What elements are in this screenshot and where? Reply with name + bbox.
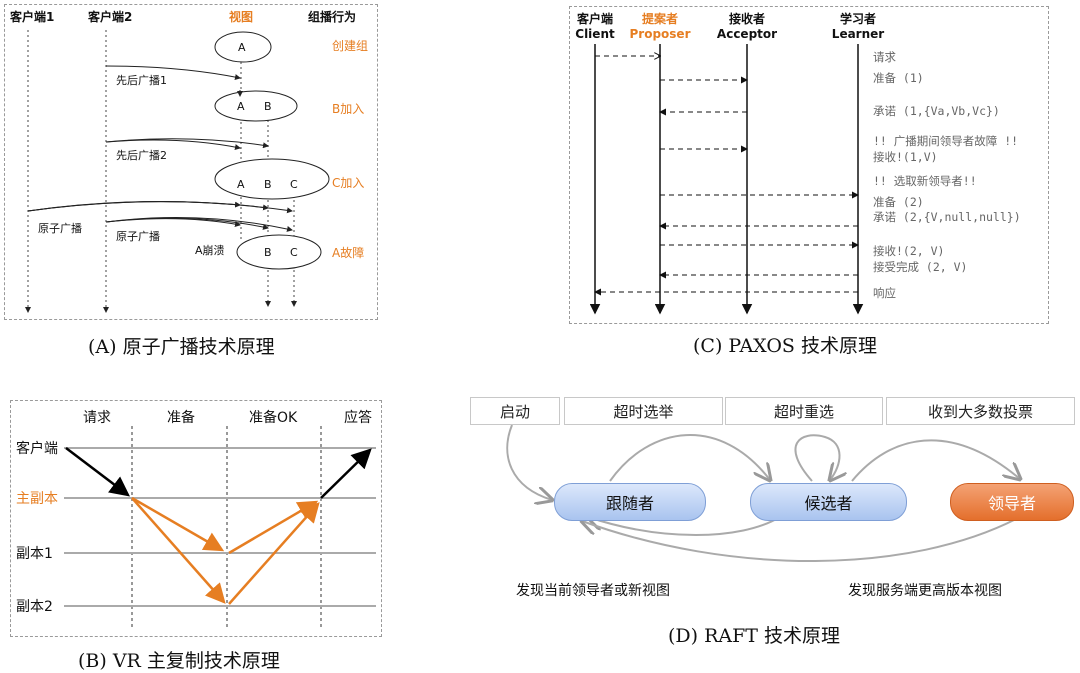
panel-a-view3 xyxy=(214,158,330,200)
panel-b-phase-reply: 应答 xyxy=(344,409,372,426)
panel-a-atomic2-arrow-c xyxy=(105,217,293,232)
panel-d-caption: (D) RAFT 技术原理 xyxy=(668,625,841,647)
panel-c-role-acceptor-en: Acceptor xyxy=(717,27,777,41)
panel-b-prepare-ok-arrow-1 xyxy=(228,500,319,555)
panel-c-role-acceptor-cn: 接收者 xyxy=(729,11,765,26)
panel-a-view4-node-b: B xyxy=(264,246,272,259)
raft-note-leader: 发现服务端更高版本视图 xyxy=(848,583,1002,599)
panel-c-role-proposer-en: Proposer xyxy=(630,27,691,41)
panel-c-msg-accept2: 接收!(2, V) xyxy=(873,244,944,258)
panel-b-diagram: 请求 准备 准备OK 应答 客户端 主副本 副本1 副本2 xyxy=(16,409,376,630)
panel-a-view4 xyxy=(236,234,322,270)
panel-c-msg-prepare1: 准备 (1) xyxy=(873,71,924,85)
panel-b-caption: (B) VR 主复制技术原理 xyxy=(78,650,280,672)
raft-state-follower: 跟随者 xyxy=(554,483,706,521)
panel-a-view2-node-a: A xyxy=(237,100,245,113)
panel-a-broadcast1-arrow xyxy=(105,65,241,80)
panel-a-view3-node-a: A xyxy=(237,178,245,191)
panel-a-create-group: 创建组 xyxy=(332,39,368,53)
panel-a-atomic1-label: 原子广播 xyxy=(38,221,82,235)
panel-a-b-join: B加入 xyxy=(332,102,364,116)
panel-c-role-client-cn: 客户端 xyxy=(576,11,613,26)
panel-b-request-arrow xyxy=(65,447,130,497)
panel-b-prepare-ok-arrow-2 xyxy=(228,502,320,605)
panel-a-view2 xyxy=(214,90,298,122)
panel-c-role-learner-cn: 学习者 xyxy=(840,11,876,26)
panel-b-phase-prepare: 准备 xyxy=(167,409,195,426)
panel-a-client1-label: 客户端1 xyxy=(9,9,54,24)
panel-c-role-learner-en: Learner xyxy=(832,27,884,41)
panel-b-phase-request: 请求 xyxy=(83,410,111,426)
panel-c-diagram: 客户端 Client 提案者 Proposer 接收者 Acceptor 学习者… xyxy=(575,11,1021,315)
panel-b-label-replica2: 副本2 xyxy=(16,599,53,615)
panel-a-a-fail: A故障 xyxy=(332,245,364,260)
raft-event-reelection-timeout: 超时重选 xyxy=(725,397,883,425)
panel-b-label-client: 客户端 xyxy=(16,440,58,457)
panel-c-msg-response: 响应 xyxy=(873,286,896,300)
panel-b-label-replica1: 副本1 xyxy=(16,546,53,562)
raft-event-majority-votes: 收到大多数投票 xyxy=(886,397,1075,425)
panel-a-view1-node-a: A xyxy=(238,41,246,54)
panel-c-msg-prepare2: 准备 (2) xyxy=(873,195,924,209)
panel-c-msg-promise2: 承诺 (2,{V,null,null}) xyxy=(873,210,1021,224)
raft-start-arrow xyxy=(506,425,552,500)
panel-a-c-join: C加入 xyxy=(332,176,364,190)
panel-a-broadcast2-arrow-b xyxy=(105,138,269,149)
panel-a-broadcast1-label: 先后广播1 xyxy=(116,73,167,87)
panel-a-client2-label: 客户端2 xyxy=(87,9,132,24)
panel-a-view4-node-c: C xyxy=(290,246,298,259)
panel-a-broadcast2-arrow-a xyxy=(105,139,241,150)
raft-candidate-to-leader-arrow xyxy=(851,439,1020,481)
panel-c-frame xyxy=(569,6,1049,324)
raft-state-candidate: 候选者 xyxy=(750,483,907,521)
panel-b-label-primary: 主副本 xyxy=(16,491,58,507)
panel-b-prepare-arrow-1 xyxy=(131,496,225,552)
panel-a-view-header: 视图 xyxy=(229,9,253,24)
panel-a-view2-node-b: B xyxy=(264,100,272,113)
raft-event-election-timeout: 超时选举 xyxy=(564,397,723,425)
raft-state-leader: 领导者 xyxy=(950,483,1074,521)
panel-a-view1 xyxy=(214,31,272,63)
panel-c-caption: (C) PAXOS 技术原理 xyxy=(693,335,877,357)
panel-b-reply-arrow xyxy=(320,448,372,499)
panel-c-role-client-en: Client xyxy=(575,27,615,41)
panel-c-msg-promise1: 承诺 (1,{Va,Vb,Vc}) xyxy=(873,104,1000,118)
panel-b-frame xyxy=(10,400,382,637)
panel-b-prepare-arrow-2 xyxy=(131,497,226,604)
panel-a-frame xyxy=(4,4,378,320)
raft-leader-to-follower-arrow xyxy=(582,516,1021,562)
raft-candidate-self-loop xyxy=(794,434,839,481)
panel-a-broadcast2-label: 先后广播2 xyxy=(116,148,167,162)
raft-candidate-to-follower-arrow xyxy=(588,517,781,536)
panel-c-msg-request: 请求 xyxy=(873,50,896,64)
panel-d-transitions xyxy=(506,425,1080,562)
raft-event-start: 启动 xyxy=(470,397,560,425)
panel-a-atomic2-label: 原子广播 xyxy=(116,229,160,243)
panel-a-diagram: 客户端1 客户端2 视图 组播行为 A A B A B C B C 创建组 B加… xyxy=(9,9,368,313)
panel-c-msg-accepted: 接受完成 (2, V) xyxy=(873,260,967,274)
panel-a-behavior-header: 组播行为 xyxy=(308,9,356,24)
raft-follower-to-candidate-arrow xyxy=(609,434,770,481)
panel-a-a-crash: A崩溃 xyxy=(195,243,225,257)
panel-a-view3-node-b: B xyxy=(264,178,272,191)
panel-c-msg-leader-fail: !! 广播期间领导者故障 !! xyxy=(873,134,1018,148)
panel-c-role-proposer-cn: 提案者 xyxy=(642,11,678,26)
panel-b-phase-prepare-ok: 准备OK xyxy=(249,409,298,426)
raft-note-follower: 发现当前领导者或新视图 xyxy=(516,583,670,599)
panel-a-atomic1-arrow-c xyxy=(27,201,293,214)
panel-a-view3-node-c: C xyxy=(290,178,298,191)
panel-c-msg-new-leader: !! 选取新领导者!! xyxy=(873,174,977,188)
panel-c-msg-accept1: 接收!(1,V) xyxy=(873,150,938,164)
panel-a-caption: (A) 原子广播技术原理 xyxy=(88,336,275,358)
